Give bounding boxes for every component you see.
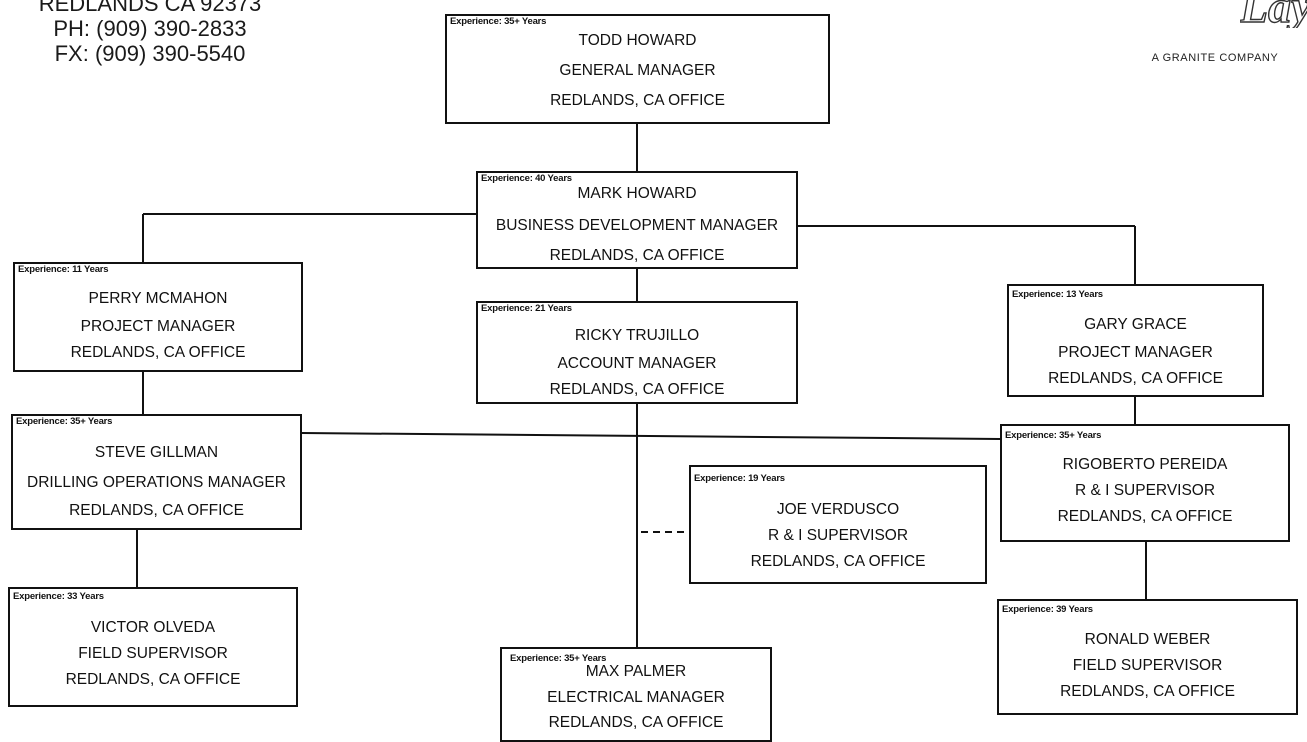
office-location: REDLANDS, CA OFFICE	[69, 502, 244, 519]
office-location: REDLANDS, CA OFFICE	[70, 344, 246, 361]
phone-number: PH: (909) 390-2833	[53, 16, 247, 41]
experience-label: Experience: 35+ Years	[450, 16, 547, 27]
experience-label: Experience: 35+ Years	[510, 653, 607, 664]
office-location: REDLANDS, CA OFFICE	[1048, 370, 1223, 387]
job-title: ELECTRICAL MANAGER	[547, 689, 725, 706]
company-contact-block: REDLANDS CA 92373 PH: (909) 390-2833 FX:…	[0, 0, 300, 66]
person-name: RONALD WEBER	[1084, 631, 1211, 648]
office-location: REDLANDS, CA OFFICE	[549, 381, 725, 398]
person-name: RIGOBERTO PEREIDA	[1062, 456, 1228, 473]
experience-label: Experience: 35+ Years	[16, 416, 113, 427]
person-name: GARY GRACE	[1084, 316, 1187, 333]
org-box-max-palmer: Experience: 35+ Years MAX PALMER ELECTRI…	[500, 647, 772, 742]
office-location: REDLANDS, CA OFFICE	[65, 671, 241, 688]
experience-label: Experience: 39 Years	[1002, 604, 1093, 615]
job-title: FIELD SUPERVISOR	[78, 645, 228, 662]
fax-number: FX: (909) 390-5540	[54, 41, 246, 66]
person-name: PERRY MCMAHON	[88, 290, 228, 307]
job-title: PROJECT MANAGER	[1058, 344, 1213, 361]
job-title: FIELD SUPERVISOR	[1072, 657, 1223, 674]
office-location: REDLANDS, CA OFFICE	[550, 92, 725, 109]
job-title: R & I SUPERVISOR	[767, 527, 909, 544]
org-box-rigoberto-pereida: Experience: 35+ Years RIGOBERTO PEREIDA …	[1000, 424, 1290, 542]
org-box-ricky-trujillo: Experience: 21 Years RICKY TRUJILLO ACCO…	[476, 301, 798, 404]
experience-label: Experience: 11 Years	[18, 264, 109, 275]
office-location: REDLANDS, CA OFFICE	[1057, 508, 1233, 525]
org-box-victor-olveda: Experience: 33 Years VICTOR OLVEDA FIELD…	[8, 587, 298, 707]
office-location: REDLANDS, CA OFFICE	[750, 553, 926, 570]
experience-label: Experience: 21 Years	[481, 303, 572, 314]
person-name: TODD HOWARD	[578, 32, 697, 49]
experience-label: Experience: 33 Years	[13, 591, 104, 602]
job-title: GENERAL MANAGER	[559, 62, 716, 79]
job-title: PROJECT MANAGER	[80, 318, 236, 335]
org-box-ronald-weber: Experience: 39 Years RONALD WEBER FIELD …	[997, 599, 1298, 715]
org-box-joe-verdusco: Experience: 19 Years JOE VERDUSCO R & I …	[689, 465, 987, 584]
address-line: REDLANDS CA 92373	[38, 0, 262, 16]
office-location: REDLANDS, CA OFFICE	[549, 247, 725, 264]
person-name: MARK HOWARD	[577, 185, 697, 202]
person-name: RICKY TRUJILLO	[574, 327, 700, 344]
logo-tagline: A GRANITE COMPANY	[1151, 52, 1279, 64]
office-location: REDLANDS, CA OFFICE	[1060, 683, 1235, 700]
job-title: BUSINESS DEVELOPMENT MANAGER	[495, 217, 779, 234]
job-title: ACCOUNT MANAGER	[557, 355, 717, 372]
org-box-gary-grace: Experience: 13 Years GARY GRACE PROJECT …	[1007, 284, 1264, 397]
org-box-perry-mcmahon: Experience: 11 Years PERRY MCMAHON PROJE…	[13, 262, 303, 372]
experience-label: Experience: 19 Years	[694, 473, 785, 484]
experience-label: Experience: 35+ Years	[1005, 430, 1102, 441]
company-logo-icon: Lay	[1240, 0, 1307, 28]
job-title: R & I SUPERVISOR	[1074, 482, 1216, 499]
office-location: REDLANDS, CA OFFICE	[548, 714, 724, 731]
job-title: DRILLING OPERATIONS MANAGER	[27, 474, 286, 491]
person-name: VICTOR OLVEDA	[90, 619, 216, 636]
org-box-steve-gillman: Experience: 35+ Years STEVE GILLMAN DRIL…	[11, 414, 302, 530]
connector-steve-rigoberto	[301, 432, 1001, 440]
experience-label: Experience: 40 Years	[481, 173, 572, 184]
experience-label: Experience: 13 Years	[1012, 289, 1103, 300]
person-name: STEVE GILLMAN	[94, 444, 219, 461]
person-name: JOE VERDUSCO	[776, 501, 900, 518]
person-name: MAX PALMER	[585, 663, 687, 680]
org-box-mark-howard: Experience: 40 Years MARK HOWARD BUSINES…	[476, 171, 798, 269]
org-box-todd-howard: Experience: 35+ Years TODD HOWARD GENERA…	[445, 14, 830, 124]
